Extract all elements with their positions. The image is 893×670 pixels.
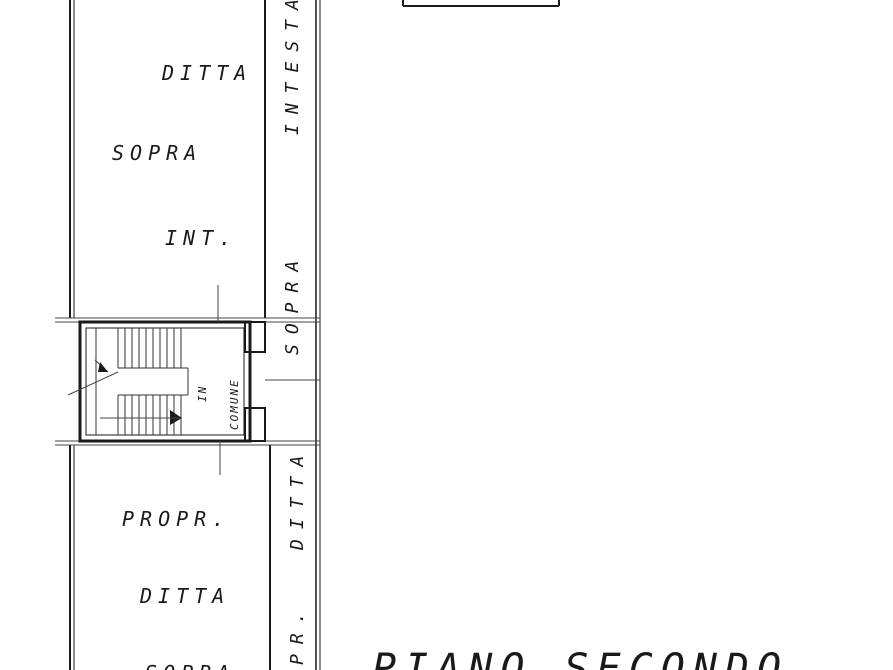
lower-corridor-label-1: DITTA [287,446,308,551]
stair-core [78,285,266,475]
stair-direction-arrows [67,359,182,425]
upper-room-label-1: DITTA [161,61,252,85]
top-box-edge [402,0,560,7]
plan-title: PIANO SECONDO [372,646,789,670]
upper-corridor-label-2: INTESTA [282,0,303,135]
upper-room-label-3: INT. [165,226,237,250]
lower-room-label-2: DITTA [139,584,230,608]
stair-label-comune: COMUNE [228,378,241,430]
upper-room-label-2: SOPRA [112,141,202,165]
lower-room-label-3: SOPRA [145,661,235,670]
lower-room-label-1: PROPR. [122,507,230,531]
outer-walls [69,0,321,670]
stair-label-in: IN [196,385,209,402]
stair-treads [95,328,189,435]
upper-corridor-label-1: SOPRA [282,251,303,355]
lower-corridor-label-2: PR. [287,602,308,665]
